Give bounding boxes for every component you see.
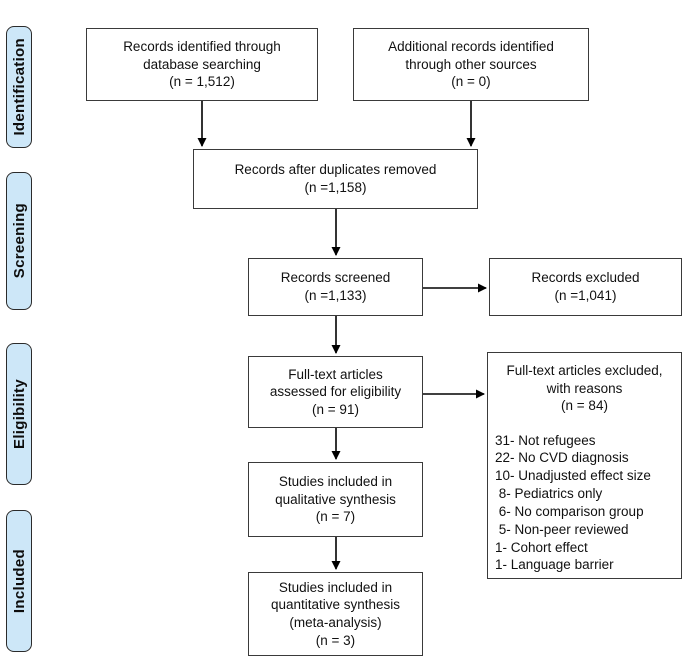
stage-screening: Screening [6,172,32,310]
stage-identification: Identification [6,26,32,148]
box-additional-records-other-sources: Additional records identified through ot… [353,28,589,101]
box-records-identified-database-text: Records identified through database sear… [123,39,281,90]
box-records-excluded: Records excluded (n =1,041) [489,258,682,316]
box-additional-records-other-sources-text: Additional records identified through ot… [388,39,554,90]
box-fulltext-excluded-header: Full-text articles excluded, with reason… [506,363,663,414]
box-qualitative-synthesis: Studies included in qualitative synthesi… [248,462,423,537]
exclusion-reason: 6- No comparison group [495,503,644,519]
exclusion-reason: 1- Language barrier [495,557,614,573]
exclusion-reason: 8- Pediatrics only [495,486,603,502]
fulltext-exclusion-reasons-list: 31- Not refugees 22- No CVD diagnosis 10… [488,432,651,575]
box-records-screened: Records screened (n =1,133) [248,258,423,316]
stage-eligibility: Eligibility [6,343,32,485]
stage-eligibility-label: Eligibility [10,379,28,449]
box-records-identified-database: Records identified through database sear… [86,28,318,101]
stage-identification-label: Identification [10,38,28,136]
stage-included-label: Included [10,548,28,614]
box-records-after-duplicates-removed: Records after duplicates removed (n =1,1… [193,149,478,209]
stage-included: Included [6,510,32,652]
box-quantitative-synthesis-text: Studies included in quantitative synthes… [270,579,401,648]
box-qualitative-synthesis-text: Studies included in qualitative synthesi… [275,474,396,525]
box-fulltext-assessed-text: Full-text articles assessed for eligibil… [269,366,402,417]
exclusion-reason: 10- Unadjusted effect size [495,468,651,484]
box-records-excluded-text: Records excluded (n =1,041) [531,270,640,303]
exclusion-reason: 5- Non-peer reviewed [495,521,629,537]
box-fulltext-excluded-with-reasons: Full-text articles excluded, with reason… [487,352,682,579]
exclusion-reason: 22- No CVD diagnosis [495,450,629,466]
exclusion-reason: 1- Cohort effect [495,539,588,555]
box-fulltext-assessed: Full-text articles assessed for eligibil… [248,356,423,428]
box-records-after-duplicates-removed-text: Records after duplicates removed (n =1,1… [234,162,437,195]
box-records-screened-text: Records screened (n =1,133) [280,270,391,303]
stage-screening-label: Screening [10,203,28,279]
exclusion-reason: 31- Not refugees [495,432,596,448]
box-quantitative-synthesis: Studies included in quantitative synthes… [248,572,423,656]
